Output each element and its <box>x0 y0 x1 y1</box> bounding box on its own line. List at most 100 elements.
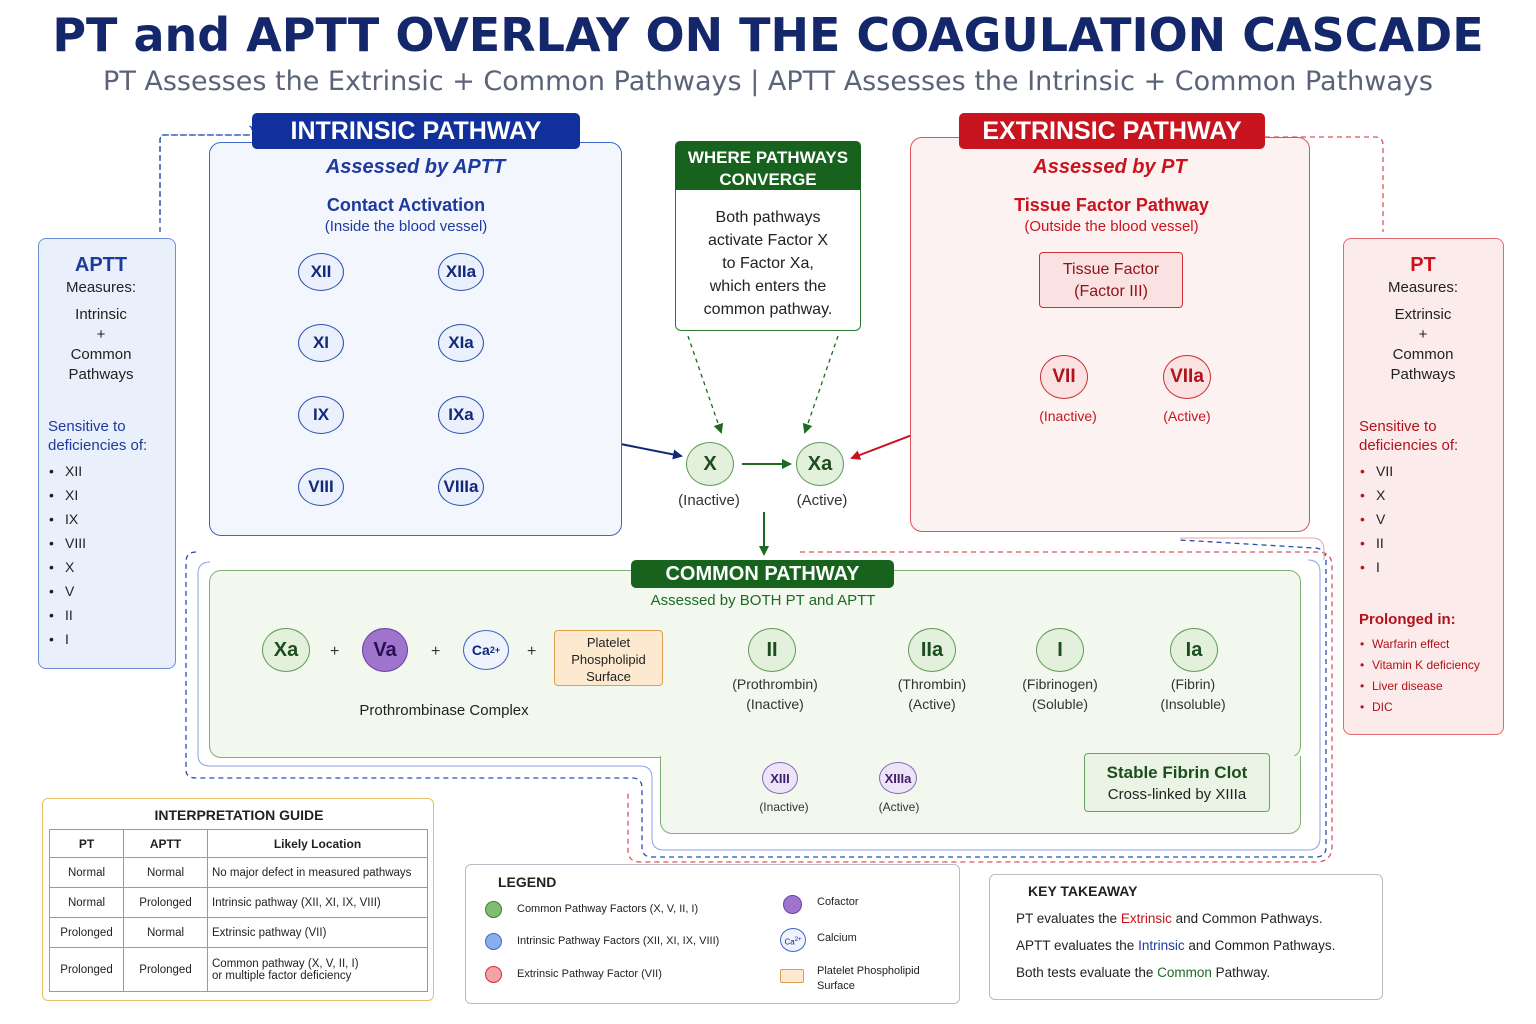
cofactor-swatch-icon <box>783 895 802 914</box>
bullet-icon: • <box>1360 463 1365 479</box>
factor-label: XI <box>65 487 79 503</box>
factor-xa: Xa <box>796 442 844 486</box>
column-header: Likely Location <box>207 829 428 858</box>
converge-text-line: Both pathways <box>715 209 821 226</box>
pt-panel-title: PT <box>1410 254 1436 276</box>
measure-item: Intrinsic <box>75 306 127 323</box>
pt-inner-outline <box>1180 537 1325 560</box>
table-cell: Prolonged <box>123 887 208 918</box>
aptt-inner-outline <box>197 559 1321 851</box>
takeaway-text: and Common Pathways. <box>1171 911 1323 926</box>
column-header: APTT <box>123 829 208 858</box>
takeaway-highlight: Intrinsic <box>1138 938 1185 953</box>
factor-viia: VIIa <box>1163 355 1211 399</box>
extrinsic-location-note: (Outside the blood vessel) <box>1024 218 1199 235</box>
bullet-icon: • <box>49 559 54 575</box>
factor-label: VIII <box>65 535 87 551</box>
converge-text-line: which enters the <box>709 278 827 295</box>
caption-line: (Fibrinogen) <box>1022 676 1098 692</box>
table-cell: Prolonged <box>49 947 124 992</box>
key-takeaway-panel: KEY TAKEAWAY PT evaluates the Extrinsic … <box>989 874 1383 1000</box>
platelet-swatch-icon <box>780 969 804 983</box>
factor-label: V <box>65 583 75 599</box>
factor-iia: IIa <box>908 628 956 672</box>
pt-sensitive-label: Sensitive to deficiencies of: <box>1359 417 1499 455</box>
takeaway-line-pt: PT evaluates the Extrinsic and Common Pa… <box>1016 911 1323 926</box>
list-item: • Warfarin effect <box>1360 637 1505 658</box>
factor-xiiia-caption: (Active) <box>878 800 920 814</box>
legend-common-label: Common Pathway Factors (X, V, II, I) <box>517 903 699 915</box>
common-assessed-label: Assessed by BOTH PT and APTT <box>650 592 876 609</box>
interpretation-table: PT APTT Likely Location Normal Normal No… <box>49 829 428 992</box>
bullet-icon: • <box>49 487 54 503</box>
page-title: PT and APTT OVERLAY ON THE COAGULATION C… <box>52 8 1484 62</box>
calcium-swatch-icon: Ca2+ <box>780 928 806 952</box>
list-item: •XII <box>49 463 159 487</box>
factor-xiiia: XIIIa <box>879 762 917 794</box>
list-item: •VIII <box>49 535 159 559</box>
legend-cofactor-label: Cofactor <box>817 896 859 908</box>
factor-label: II <box>1376 535 1384 551</box>
takeaway-line-both: Both tests evaluate the Common Pathway. <box>1016 965 1270 980</box>
factor-xi: XI <box>298 324 344 362</box>
legend-title: LEGEND <box>498 874 557 890</box>
factor-ia-caption: (Fibrin) (Insoluble) <box>1133 674 1253 714</box>
calcium-symbol: Ca <box>471 642 490 658</box>
plus-sign: + <box>330 643 340 660</box>
list-item: •II <box>1360 535 1480 559</box>
factor-xia: XIa <box>438 324 484 362</box>
aptt-coverage-outline <box>159 125 253 215</box>
platelet-line: Phospholipid <box>571 652 646 667</box>
factor-x-caption: (Inactive) <box>678 492 740 509</box>
aptt-sensitive-label: Sensitive to deficiencies of: <box>48 417 174 455</box>
measure-item: Common <box>1392 346 1454 363</box>
factor-xa-common: Xa <box>262 628 310 672</box>
pt-coverage-outline <box>1265 136 1384 232</box>
sensitive-line: Sensitive to <box>48 418 126 435</box>
factor-viiia: VIIIa <box>438 468 484 506</box>
list-item: • XI <box>49 487 159 511</box>
takeaway-highlight: Common <box>1157 965 1212 980</box>
calcium-charge: 2+ <box>794 937 802 943</box>
calcium-charge: 2+ <box>489 645 501 655</box>
list-item: •V <box>1360 511 1480 535</box>
bullet-icon: • <box>1360 637 1365 651</box>
bullet-icon: • <box>1360 511 1365 527</box>
measure-item: Pathways <box>1390 366 1456 383</box>
extrinsic-assessed-label: Assessed by PT <box>1033 156 1187 178</box>
sensitive-line: Sensitive to <box>1359 418 1437 435</box>
factor-vii: VII <box>1040 355 1088 399</box>
platelet-phospholipid-box: Platelet Phospholipid Surface <box>554 630 663 686</box>
list-item: •X <box>1360 487 1480 511</box>
table-cell: Prolonged <box>123 947 208 992</box>
clot-title: Stable Fibrin Clot <box>1106 763 1248 782</box>
converge-text-line: common pathway. <box>703 301 833 318</box>
caption-line: (Thrombin) <box>897 676 967 692</box>
aptt-measures-label: Measures: <box>65 279 137 296</box>
key-takeaway-title: KEY TAKEAWAY <box>1028 883 1138 899</box>
aptt-sensitive-list: •XII •XI •IX •VIII •X •V •II •I <box>49 463 159 655</box>
legend-intrinsic-label: Intrinsic Pathway Factors (XII, XI, IX, … <box>517 935 720 947</box>
bullet-icon: • <box>49 463 54 479</box>
factor-vii-caption: (Inactive) <box>1039 408 1097 424</box>
table-cell: Common pathway (X, V, II, I) or multiple… <box>207 947 428 992</box>
measure-item: Common <box>70 346 132 363</box>
legend-panel: LEGEND Common Pathway Factors (X, V, II,… <box>465 864 960 1004</box>
legend-line: Surface <box>817 980 855 992</box>
interpretation-guide: INTERPRETATION GUIDE PT APTT Likely Loca… <box>42 798 434 1001</box>
extrinsic-factor-swatch-icon <box>485 966 502 983</box>
table-cell: Normal <box>123 917 208 948</box>
stable-fibrin-clot-box: Stable Fibrin Clot Cross-linked by XIIIa <box>1084 753 1270 812</box>
factor-ii: II <box>748 628 796 672</box>
factor-label: I <box>1376 559 1380 575</box>
factor-ix: IX <box>298 396 344 434</box>
prolonged-cause: Liver disease <box>1372 679 1443 693</box>
prolonged-cause: Warfarin effect <box>1372 637 1450 651</box>
list-item: •X <box>49 559 159 583</box>
takeaway-line-aptt: APTT evaluates the Intrinsic and Common … <box>1016 938 1335 953</box>
pt-coverage-outline-lower <box>627 551 1333 863</box>
bullet-icon: • <box>1360 559 1365 575</box>
prolonged-cause: DIC <box>1372 700 1393 714</box>
legend-platelet-label: Platelet Phospholipid Surface <box>817 964 920 994</box>
sensitive-line: deficiencies of: <box>1359 437 1459 454</box>
